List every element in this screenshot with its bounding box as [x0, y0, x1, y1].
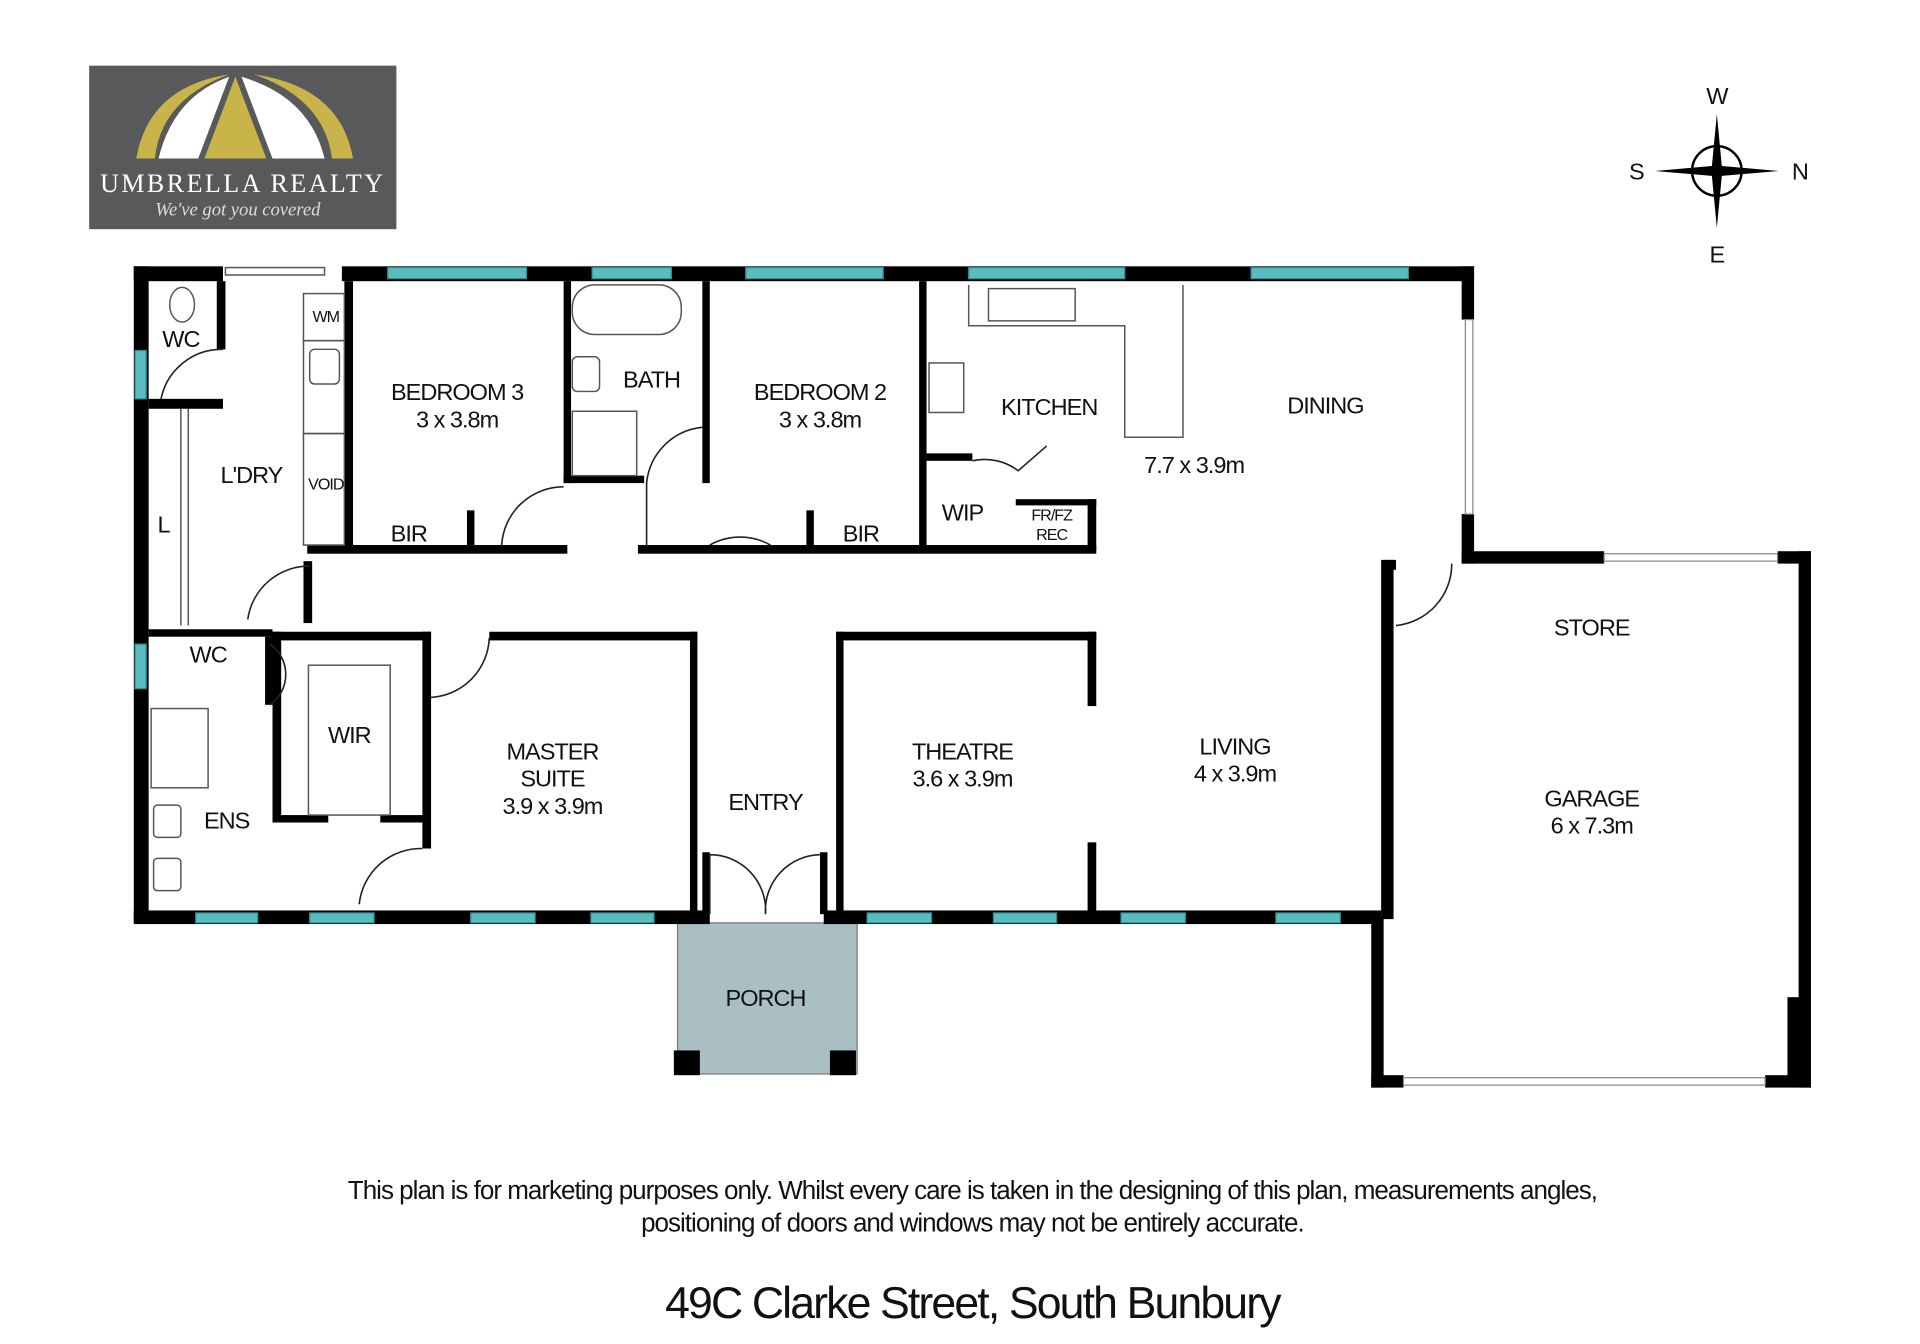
- property-address: 49C Clarke Street, South Bunbury: [665, 1279, 1282, 1328]
- label-wc: WC: [190, 642, 228, 668]
- label-linen: L: [157, 512, 170, 538]
- label-living: LIVING: [1199, 733, 1270, 759]
- compass-east: E: [1710, 242, 1725, 268]
- label-suite: SUITE: [520, 766, 585, 792]
- label-rec: REC: [1036, 526, 1068, 544]
- label-wc: WC: [162, 326, 200, 352]
- label-master: MASTER: [506, 738, 598, 764]
- compass-icon: W E S N: [1629, 83, 1809, 268]
- disclaimer-line-1: This plan is for marketing purposes only…: [348, 1175, 1597, 1205]
- label-wip: WIP: [942, 499, 984, 525]
- label-kitchen: KITCHEN: [1001, 394, 1097, 420]
- compass-south: S: [1629, 159, 1644, 185]
- label-entry: ENTRY: [728, 789, 804, 815]
- walls: [133, 266, 1811, 1088]
- disclaimer-line-2: positioning of doors and windows may not…: [641, 1207, 1304, 1237]
- compass-west: W: [1706, 83, 1729, 109]
- label-kitchen-dining-size: 7.7 x 3.9m: [1144, 452, 1244, 478]
- label-theatre: THEATRE: [912, 738, 1013, 764]
- label-bedroom3: BEDROOM 3: [391, 379, 524, 405]
- logo-name: UMBRELLA REALTY: [100, 169, 385, 198]
- label-bedroom3-size: 3 x 3.8m: [416, 406, 499, 432]
- label-bir: BIR: [843, 520, 879, 546]
- label-garage-size: 6 x 7.3m: [1551, 813, 1634, 839]
- label-bath: BATH: [623, 367, 680, 393]
- label-living-size: 4 x 3.9m: [1194, 761, 1277, 787]
- logo-tagline: We've got you covered: [155, 200, 321, 221]
- label-bedroom2: BEDROOM 2: [754, 379, 886, 405]
- umbrella-realty-logo: UMBRELLA REALTY We've got you covered: [89, 65, 397, 230]
- label-bir: BIR: [391, 520, 427, 546]
- fixtures: [150, 266, 1453, 915]
- label-garage: GARAGE: [1544, 785, 1639, 811]
- room-labels: WC L'DRY L WM VOID BEDROOM 3 3 x 3.8m BI…: [157, 308, 1640, 1011]
- windows: [134, 266, 1779, 1086]
- compass-north: N: [1792, 159, 1808, 185]
- label-laundry: L'DRY: [221, 462, 284, 488]
- label-void: VOID: [308, 475, 344, 493]
- label-ensuite: ENS: [204, 808, 250, 834]
- label-wm: WM: [312, 308, 339, 326]
- label-porch: PORCH: [726, 985, 806, 1011]
- label-theatre-size: 3.6 x 3.9m: [913, 766, 1013, 792]
- label-bedroom2-size: 3 x 3.8m: [779, 406, 862, 432]
- label-dining: DINING: [1287, 393, 1363, 419]
- porch-area: [676, 922, 858, 1075]
- label-master-size: 3.9 x 3.9m: [503, 793, 603, 819]
- label-store: STORE: [1554, 614, 1630, 640]
- label-wir: WIR: [328, 722, 371, 748]
- label-frfz: FR/FZ: [1031, 506, 1073, 524]
